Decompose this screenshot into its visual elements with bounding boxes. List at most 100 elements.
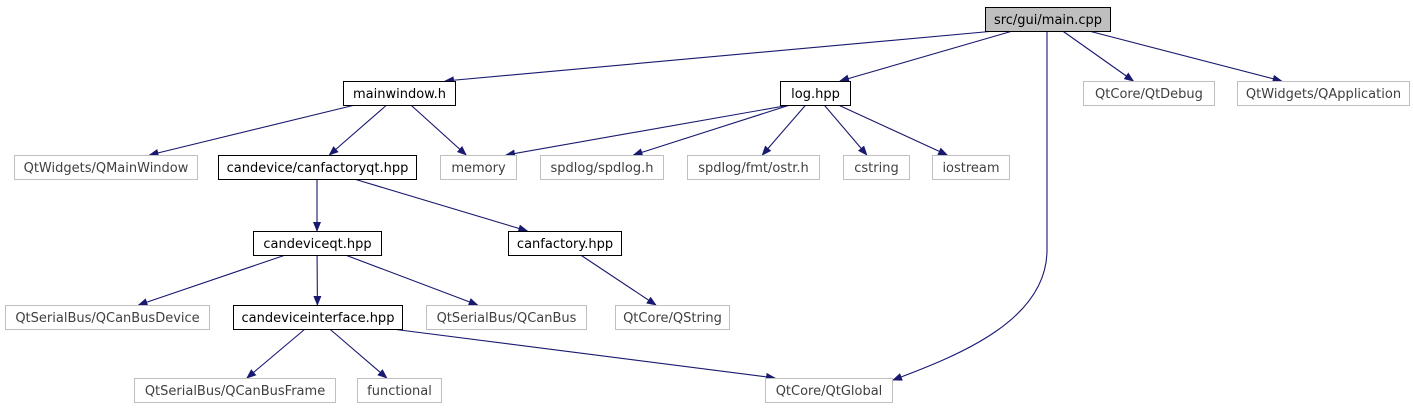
node-canfactoryqt[interactable]: candevice/canfactoryqt.hpp (218, 155, 417, 180)
node-box (253, 231, 382, 256)
edge-line (839, 30, 1013, 83)
node-label: QtWidgets/QApplication (1246, 87, 1401, 102)
node-qcanbusdevice: QtSerialBus/QCanBusDevice (5, 305, 210, 330)
node-label: spdlog/fmt/ostr.h (698, 161, 809, 176)
edge-line (1088, 30, 1283, 83)
node-box (440, 155, 517, 180)
node-box (5, 305, 210, 330)
node-label: candevice/canfactoryqt.hpp (227, 161, 409, 176)
node-label: QtCore/QString (623, 311, 722, 326)
edge-mainwindow-to-canfactoryqt (328, 104, 388, 156)
node-main[interactable]: src/gui/main.cpp (985, 7, 1111, 32)
node-memory: memory (440, 155, 517, 180)
node-box (1083, 81, 1215, 106)
node-label: candeviceinterface.hpp (242, 311, 395, 326)
node-box (233, 305, 403, 330)
edge-line (1062, 30, 1135, 82)
edges-layer (137, 30, 1283, 381)
node-label: QtSerialBus/QCanBusFrame (145, 384, 325, 399)
node-label: QtSerialBus/QCanBus (437, 311, 577, 326)
edge-line (823, 104, 868, 156)
edge-line (632, 104, 791, 157)
node-box (843, 155, 910, 180)
node-box (508, 231, 622, 256)
edge-log-to-iostream (838, 104, 949, 156)
edge-mainwindow-to-qmainwindow (148, 104, 356, 157)
edge-line (410, 104, 467, 156)
node-box (765, 378, 893, 403)
node-label: QtWidgets/QMainWindow (24, 161, 189, 176)
edge-log-to-spdlog (632, 104, 791, 157)
node-box (985, 7, 1111, 32)
node-label: mainwindow.h (353, 87, 446, 102)
node-qmainwindow: QtWidgets/QMainWindow (14, 155, 198, 180)
node-label: iostream (942, 161, 999, 176)
node-label: spdlog/spdlog.h (551, 161, 654, 176)
node-box (540, 155, 664, 180)
node-label: candeviceqt.hpp (263, 237, 371, 252)
node-label: src/gui/main.cpp (994, 13, 1102, 28)
edge-canfactory-to-qstring (580, 254, 657, 306)
node-qcanbusframe: QtSerialBus/QCanBusFrame (134, 378, 336, 403)
edge-line (345, 254, 479, 306)
node-qtdebug: QtCore/QtDebug (1083, 81, 1215, 106)
node-box (780, 81, 851, 106)
node-label: memory (451, 161, 506, 176)
node-label: QtSerialBus/QCanBusDevice (15, 311, 199, 326)
edge-candeviceqt-to-qcanbusdevice (137, 254, 286, 306)
node-log[interactable]: log.hpp (780, 81, 851, 106)
edge-line (391, 328, 776, 381)
edge-line (148, 104, 356, 157)
node-box (218, 155, 417, 180)
edge-candeviceqt-to-qcanbus (345, 254, 479, 306)
node-box (14, 155, 198, 180)
edge-main-to-mainwindow (444, 30, 996, 85)
node-label: QtCore/QtDebug (1095, 87, 1203, 102)
node-label: cstring (854, 161, 898, 176)
node-iostream: iostream (932, 155, 1010, 180)
edge-mainwindow-to-memory (410, 104, 467, 156)
node-functional: functional (357, 378, 442, 403)
edge-candeviceinterface-to-qtglobal (391, 328, 776, 381)
node-box (426, 305, 587, 330)
node-canfactory[interactable]: canfactory.hpp (508, 231, 622, 256)
node-box (687, 155, 820, 180)
edge-line (246, 328, 306, 379)
node-qstring: QtCore/QString (615, 305, 730, 330)
node-box (134, 378, 336, 403)
node-qapplication: QtWidgets/QApplication (1237, 81, 1410, 106)
edge-line (892, 31, 1048, 381)
node-box (932, 155, 1010, 180)
node-label: QtCore/QtGlobal (776, 384, 883, 399)
edge-line (761, 104, 807, 156)
node-mainwindow[interactable]: mainwindow.h (343, 81, 456, 106)
node-candeviceqt[interactable]: candeviceqt.hpp (253, 231, 382, 256)
node-candeviceinterface[interactable]: candeviceinterface.hpp (233, 305, 403, 330)
node-qcanbus: QtSerialBus/QCanBus (426, 305, 587, 330)
node-box (343, 81, 456, 106)
edge-canfactoryqt-to-canfactory (353, 178, 529, 233)
node-label: functional (367, 384, 432, 399)
edge-line (444, 30, 996, 85)
edge-line (329, 328, 388, 379)
edge-line (353, 178, 529, 233)
edge-line (505, 104, 791, 158)
node-box (357, 378, 442, 403)
edge-line (137, 254, 286, 306)
edge-line (328, 104, 388, 156)
edge-log-to-memory (505, 104, 791, 158)
node-spdlog: spdlog/spdlog.h (540, 155, 664, 180)
node-box (1237, 81, 1410, 106)
edge-candeviceinterface-to-functional (329, 328, 388, 379)
edge-line (580, 254, 657, 306)
edge-log-to-ostr (761, 104, 807, 156)
node-ostr: spdlog/fmt/ostr.h (687, 155, 820, 180)
edge-main-to-qtdebug (1062, 30, 1135, 82)
edge-main-to-qtglobal (892, 31, 1048, 381)
edge-main-to-log (839, 30, 1013, 83)
node-box (615, 305, 730, 330)
node-label: log.hpp (791, 87, 840, 102)
node-cstring: cstring (843, 155, 910, 180)
